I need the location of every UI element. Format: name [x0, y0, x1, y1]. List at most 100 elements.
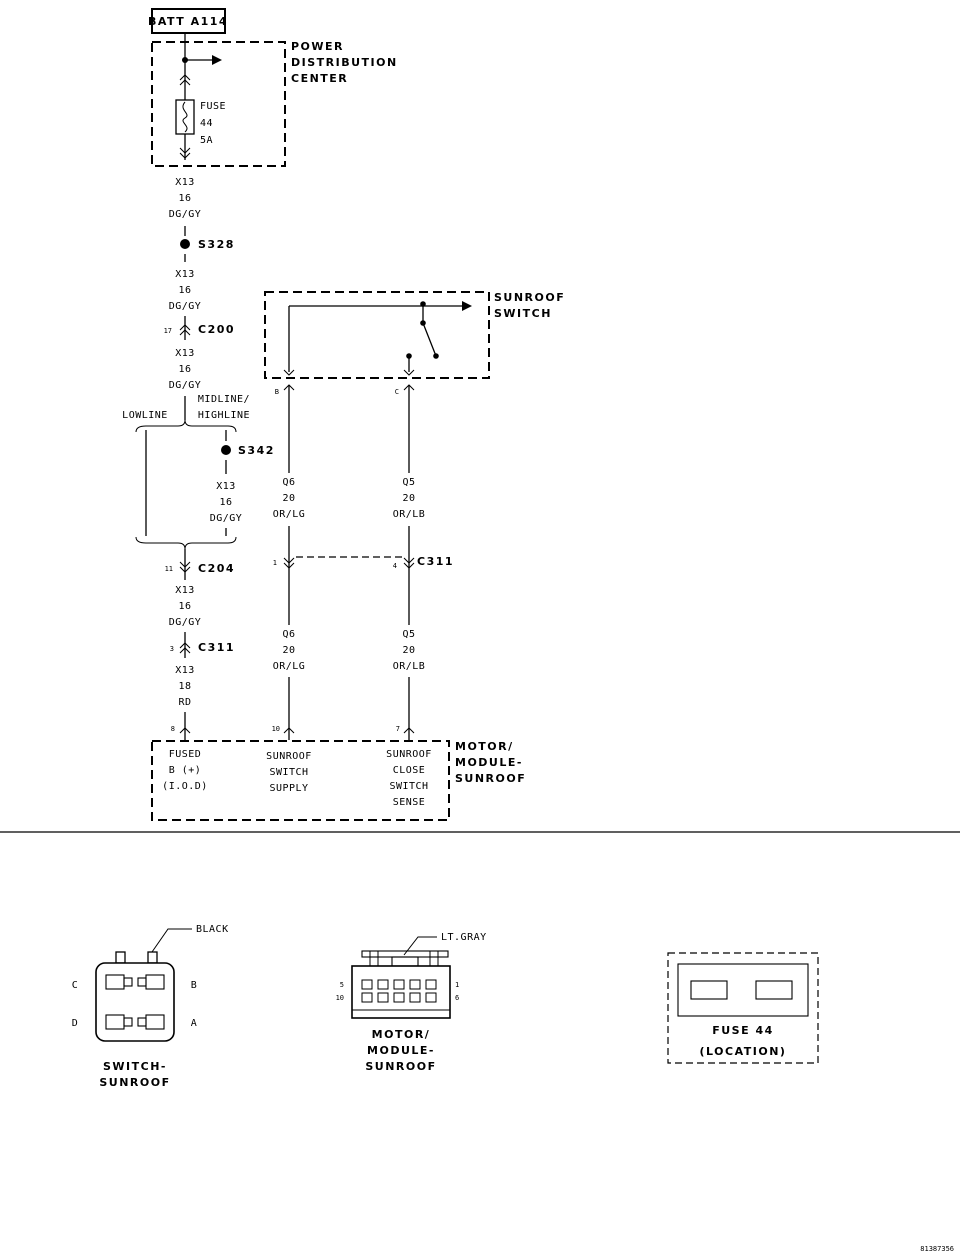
c200-pin: 17 [164, 327, 172, 335]
splice-s328-icon [180, 239, 190, 249]
c311-mid-pin-1: 1 [273, 559, 277, 567]
wire2-color: DG/GY [169, 301, 202, 312]
module-leader-line [403, 936, 437, 956]
switch-leader-line [151, 928, 192, 953]
wire1-gauge: 16 [178, 193, 191, 204]
c204-pin: 11 [165, 565, 173, 573]
fuse-icon [175, 99, 195, 135]
q5-lower-gauge: 20 [402, 645, 415, 656]
branch-midline-2: HIGHLINE [198, 410, 250, 421]
c204-label: C204 [198, 562, 235, 575]
module-cavity [393, 979, 405, 990]
wire2-gauge: 16 [178, 285, 191, 296]
c311-mid-pin-4: 4 [393, 562, 397, 570]
module-close-4: SENSE [393, 797, 426, 808]
switch-pin-d-view: D [72, 1018, 79, 1029]
switch-pin-b-view: B [191, 980, 198, 991]
module-label-2: MODULE- [455, 756, 523, 769]
batt-label: BATT A114 [148, 15, 228, 28]
q6-upper-circuit: Q6 [282, 477, 295, 488]
wire3-color: DG/GY [169, 380, 202, 391]
q5-upper-gauge: 20 [402, 493, 415, 504]
module-label-3: SUNROOF [455, 772, 526, 785]
c200-label: C200 [198, 323, 235, 336]
wire5-circuit: X13 [175, 585, 195, 596]
wire5-gauge: 16 [178, 601, 191, 612]
q5-lower-color: OR/LB [393, 661, 426, 672]
module-supply-2: SWITCH [269, 767, 308, 778]
batt-box [151, 8, 226, 34]
pdc-label-3: CENTER [291, 72, 348, 85]
wire1-circuit: X13 [175, 177, 195, 188]
module-close-2: CLOSE [393, 765, 426, 776]
splice-s342-icon [221, 445, 231, 455]
branch-bottom-brace [135, 536, 237, 550]
module-view-pin-1: 1 [455, 981, 459, 989]
q6-upper-color: OR/LG [273, 509, 306, 520]
wire3-gauge: 16 [178, 364, 191, 375]
module-view-pin-10: 10 [336, 994, 344, 1002]
fuse-label-2: 44 [200, 118, 213, 129]
fuse-view-title-2: (LOCATION) [700, 1045, 787, 1058]
branch-midline-1: MIDLINE/ [198, 394, 250, 405]
fuse-slot-right [755, 980, 793, 1000]
module-view-title-3: SUNROOF [365, 1060, 436, 1073]
fuse-slot-left [690, 980, 728, 1000]
figure-id: 81387356 [920, 1245, 954, 1253]
c311-left-label: C311 [198, 641, 235, 654]
q6-lower-gauge: 20 [282, 645, 295, 656]
c311-left-pin: 3 [170, 645, 174, 653]
module-view-title-2: MODULE- [367, 1044, 435, 1057]
module-view-pin-6: 6 [455, 994, 459, 1002]
module-cavity [361, 979, 373, 990]
module-pin-7: 7 [396, 725, 400, 733]
fuse-label-3: 5A [200, 135, 213, 146]
branch-top-brace [135, 419, 237, 433]
wire4-circuit: X13 [216, 481, 236, 492]
module-view-pin-5: 5 [340, 981, 344, 989]
module-cavity [409, 979, 421, 990]
module-close-3: SWITCH [389, 781, 428, 792]
wire4-gauge: 16 [219, 497, 232, 508]
module-box [151, 740, 450, 821]
wire1-color: DG/GY [169, 209, 202, 220]
q5-lower-circuit: Q5 [402, 629, 415, 640]
switch-pin-a-view: A [191, 1018, 198, 1029]
module-cavity [393, 992, 405, 1003]
wire6-circuit: X13 [175, 665, 195, 676]
module-cavity [425, 992, 437, 1003]
q6-upper-gauge: 20 [282, 493, 295, 504]
fuse-label-1: FUSE [200, 101, 226, 112]
switch-label-1: SUNROOF [494, 291, 565, 304]
module-supply-1: SUNROOF [266, 751, 312, 762]
fuse-view-title-1: FUSE 44 [712, 1024, 774, 1037]
module-cavity [377, 992, 389, 1003]
pdc-label-2: DISTRIBUTION [291, 56, 398, 69]
sunroof-switch-box [264, 291, 490, 379]
switch-arrow-icon [462, 301, 472, 311]
switch-color-label: BLACK [196, 924, 229, 935]
wire4-color: DG/GY [210, 513, 243, 524]
module-cavity [361, 992, 373, 1003]
switch-label-2: SWITCH [494, 307, 552, 320]
switch-pin-c-view: C [72, 980, 79, 991]
module-cavity [409, 992, 421, 1003]
wire3-circuit: X13 [175, 348, 195, 359]
splice-s342-label: S342 [238, 444, 275, 457]
module-pin-10: 10 [272, 725, 280, 733]
module-connector-view [351, 936, 451, 1019]
module-cavity [425, 979, 437, 990]
switch-pin-c: C [395, 388, 399, 396]
splice-s328-label: S328 [198, 238, 235, 251]
q6-lower-color: OR/LG [273, 661, 306, 672]
q5-upper-circuit: Q5 [402, 477, 415, 488]
wire6-gauge: 18 [178, 681, 191, 692]
module-pin-8: 8 [171, 725, 175, 733]
wire2-circuit: X13 [175, 269, 195, 280]
wire5-color: DG/GY [169, 617, 202, 628]
module-label-1: MOTOR/ [455, 740, 514, 753]
wire6-color: RD [178, 697, 191, 708]
module-supply-3: SUPPLY [269, 783, 308, 794]
pdc-box [151, 41, 286, 167]
